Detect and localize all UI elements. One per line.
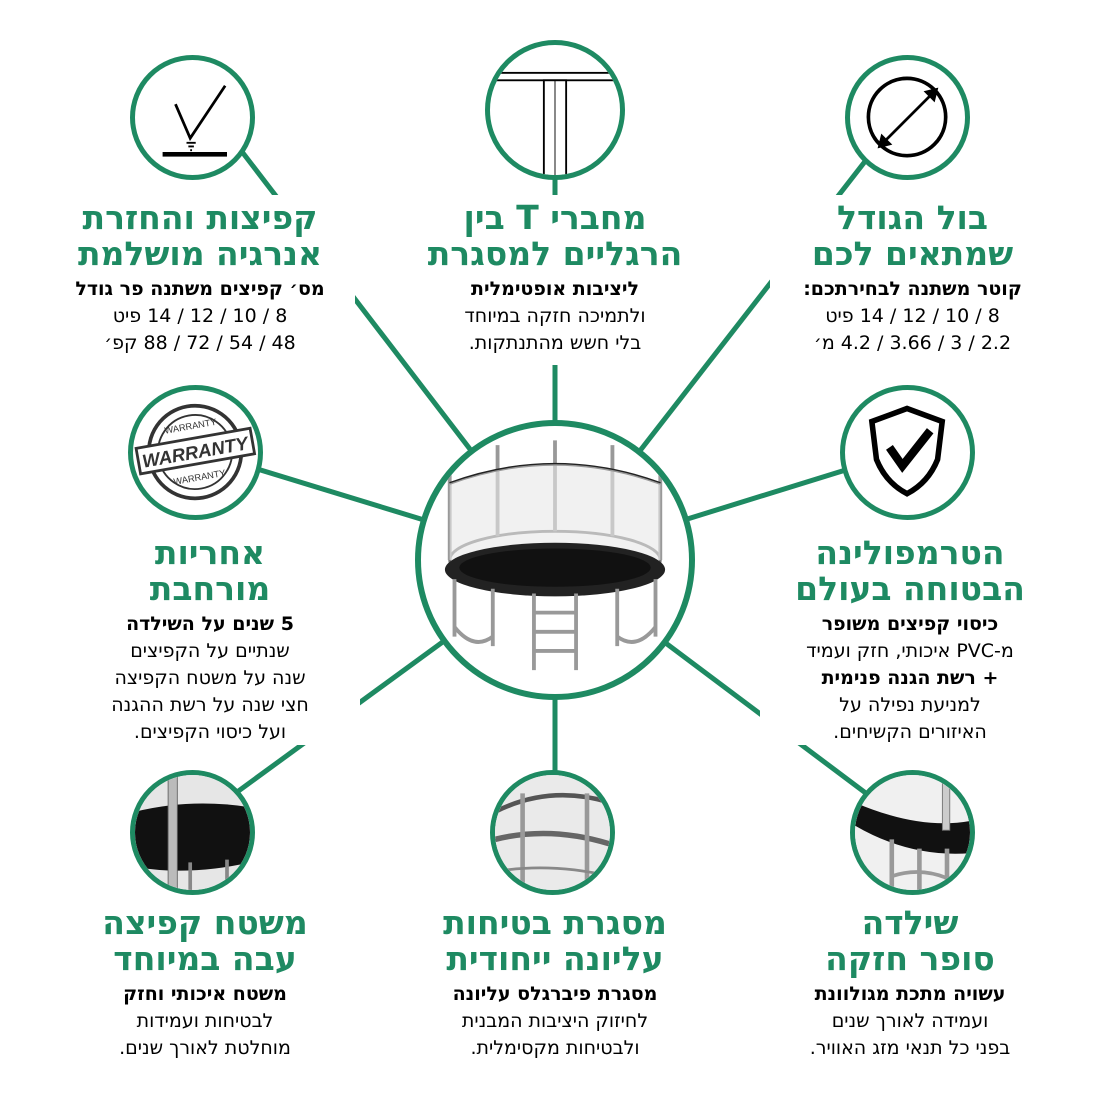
shield-check-icon (868, 405, 946, 497)
feature-description: עשויה מתכת מגולוונת ועמידה לאורך שנים בפ… (809, 983, 1011, 1059)
tconnector-icon-circle (485, 40, 625, 180)
steel-frame-icon (855, 775, 970, 890)
warranty-icon-circle: WARRANTY WARRANTY WARRANTY (128, 385, 263, 520)
mat-icon-circle (130, 770, 255, 895)
feature-description: מסגרת פיברגלס עליונה לחיזוק היציבות המבנ… (452, 983, 658, 1059)
diameter-arrow-icon (866, 76, 948, 158)
chassis-icon-circle (850, 770, 975, 895)
size-icon-circle (845, 55, 970, 180)
warranty-stamp-icon: WARRANTY WARRANTY WARRANTY (134, 403, 257, 501)
feature-description: קוטר משתנה לבחירתכם: 8 / 10 / 12 / 14 פי… (803, 278, 1022, 354)
checkmark-ground-icon (162, 84, 227, 157)
fiberglass-frame-icon (495, 775, 610, 890)
bounce-icon-circle (130, 55, 255, 180)
svg-text:WARRANTY: WARRANTY (173, 468, 227, 487)
trampoline-image (415, 420, 695, 700)
feature-description: ליציבות אופטימלית ולתמיכה חזקה במיוחד בל… (464, 278, 646, 354)
jump-mat-icon (135, 775, 250, 890)
safety-icon-circle (840, 385, 975, 520)
feature-description: משטח איכותי וחזק לבטיחות ועמידות מוחלטת … (119, 983, 291, 1059)
feature-description: מס׳ קפיצים משתנה פר גודל 8 / 10 / 12 / 1… (75, 278, 325, 354)
svg-text:WARRANTY: WARRANTY (164, 417, 218, 436)
frame-icon-circle (490, 770, 615, 895)
t-connector-icon (490, 71, 620, 175)
feature-description: 5 שנים על השילדה שנתיים על הקפיצים שנה ע… (111, 613, 309, 743)
feature-description: כיסוי קפיצים משופר מ-PVC איכותי, חזק ועמ… (806, 613, 1014, 743)
